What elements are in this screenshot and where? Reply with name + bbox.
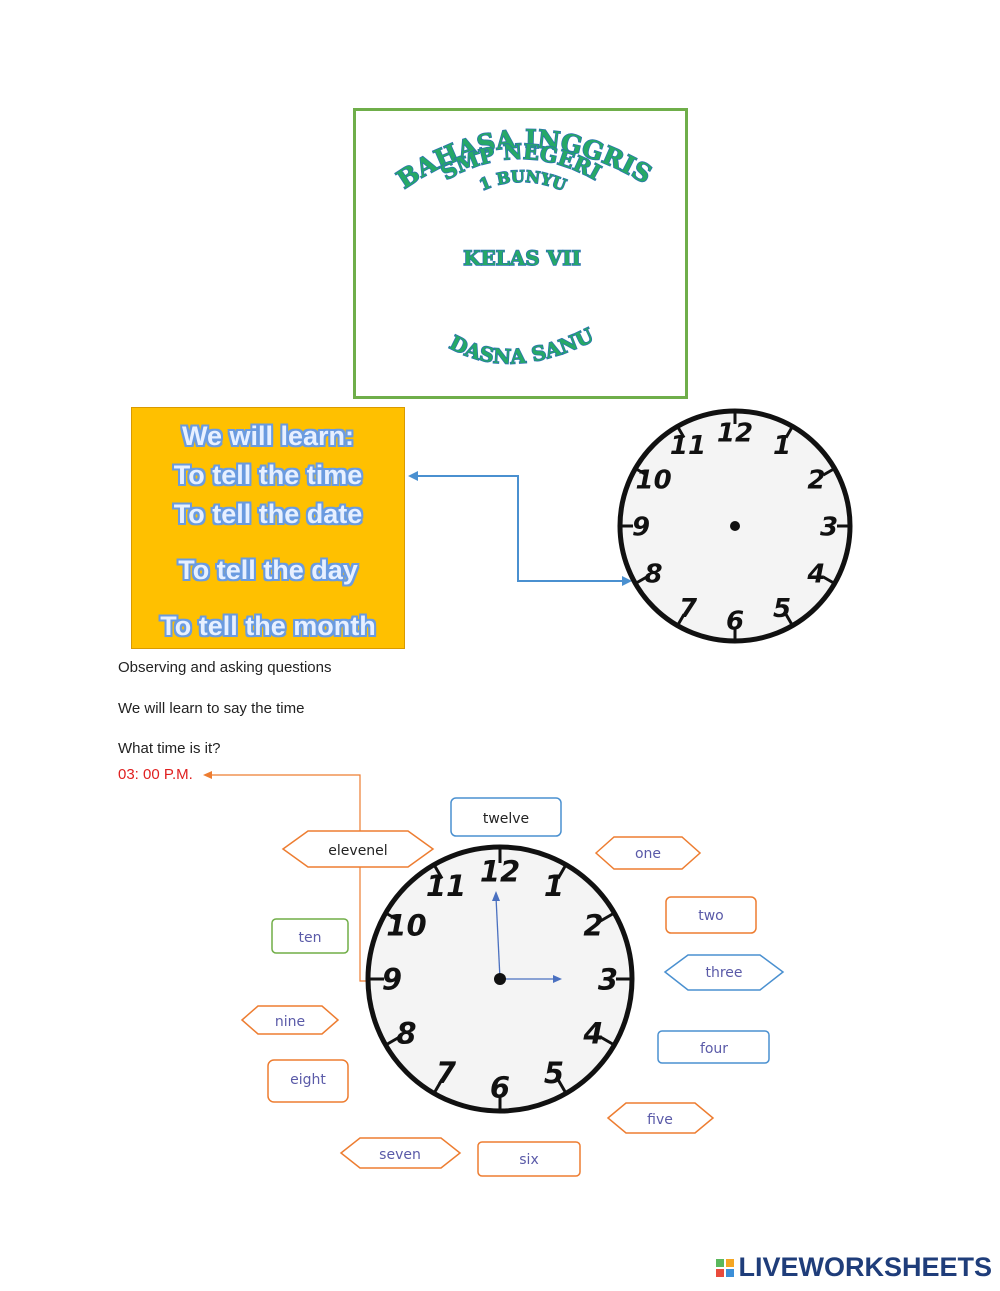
clock-number: 10 bbox=[635, 465, 671, 495]
title-line-3: 1 BUNYU bbox=[476, 167, 568, 195]
learn-say-text: We will learn to say the time bbox=[118, 700, 305, 717]
svg-text:one: one bbox=[635, 846, 661, 862]
clock-tick bbox=[386, 912, 401, 923]
label-six[interactable]: six bbox=[477, 1141, 581, 1177]
author-name: DASNA SANU bbox=[446, 323, 597, 369]
clock-number: 12 bbox=[480, 854, 520, 888]
title-wordart: BAHASA INGGRIS SMP NEGERI 1 BUNYU KELAS … bbox=[391, 124, 658, 370]
clock-tick bbox=[635, 467, 648, 477]
clock-number: 2 bbox=[583, 908, 603, 942]
label-eight[interactable]: eight bbox=[267, 1059, 349, 1103]
learn-item: To tell the date bbox=[173, 499, 363, 529]
clock-number: 7 bbox=[436, 1056, 457, 1090]
label-seven[interactable]: seven bbox=[339, 1137, 462, 1169]
learn-box: We will learn: To tell the time To tell … bbox=[131, 407, 405, 649]
svg-text:five: five bbox=[647, 1112, 673, 1128]
clock-number: 4 bbox=[806, 559, 825, 589]
observing-text: Observing and asking questions bbox=[118, 659, 332, 676]
clock-tick bbox=[599, 912, 614, 923]
answer-time: 03: 00 P.M. bbox=[118, 766, 193, 783]
svg-text:eight: eight bbox=[290, 1072, 326, 1088]
clock-tick bbox=[784, 613, 794, 626]
clock-number: 11 bbox=[426, 869, 466, 903]
label-four[interactable]: four bbox=[657, 1030, 770, 1064]
question-text: What time is it? bbox=[118, 740, 221, 757]
clock-tick bbox=[676, 613, 686, 626]
learn-item: To tell the month bbox=[160, 611, 376, 641]
clock-number: 9 bbox=[632, 512, 650, 542]
clock-center bbox=[730, 521, 740, 531]
svg-text:three: three bbox=[705, 965, 742, 981]
learn-item: To tell the time bbox=[173, 460, 363, 490]
clock-tick bbox=[386, 1035, 401, 1046]
connector-arrow bbox=[408, 471, 632, 586]
clock-number: 10 bbox=[386, 908, 426, 942]
clock-number: 1 bbox=[544, 869, 564, 903]
label-twelve[interactable]: twelve bbox=[450, 797, 562, 837]
label-one[interactable]: one bbox=[594, 836, 702, 870]
clock-number: 6 bbox=[490, 1070, 510, 1104]
label-five[interactable]: five bbox=[606, 1102, 715, 1134]
clock-tick bbox=[433, 1078, 444, 1093]
clock-tick bbox=[433, 865, 444, 880]
clock-number: 6 bbox=[726, 606, 744, 636]
brand-name: LIVEWORKSHEETS bbox=[738, 1252, 992, 1282]
clock-number: 3 bbox=[820, 512, 838, 542]
learn-item: To tell the day bbox=[178, 555, 358, 585]
svg-text:twelve: twelve bbox=[483, 811, 529, 827]
svg-text:seven: seven bbox=[379, 1147, 421, 1163]
clock-number: 2 bbox=[807, 465, 825, 495]
logo-icon bbox=[716, 1258, 735, 1277]
clock-ticks bbox=[370, 849, 630, 1109]
clock-number: 1 bbox=[773, 431, 791, 461]
svg-text:six: six bbox=[519, 1152, 538, 1168]
minute-hand bbox=[495, 896, 501, 980]
label-eleven[interactable]: elevenel bbox=[281, 830, 435, 868]
clock-tick bbox=[676, 426, 686, 439]
title-box: BAHASA INGGRIS SMP NEGERI 1 BUNYU KELAS … bbox=[353, 108, 688, 399]
learn-heading: We will learn: bbox=[181, 421, 355, 451]
clock-tick bbox=[822, 467, 835, 477]
clock-number: 7 bbox=[679, 594, 698, 624]
clock-tick bbox=[599, 1035, 614, 1046]
clock-tick bbox=[556, 865, 567, 880]
clock-number: 5 bbox=[544, 1056, 564, 1090]
clock-tick bbox=[635, 575, 648, 585]
clock-center bbox=[494, 973, 506, 985]
label-three[interactable]: three bbox=[663, 954, 785, 991]
svg-text:two: two bbox=[698, 908, 724, 924]
clock-number: 8 bbox=[645, 559, 663, 589]
clock-number: 9 bbox=[382, 962, 402, 996]
liveworksheets-logo[interactable]: LIVEWORKSHEETS bbox=[716, 1252, 992, 1283]
clock-number: 11 bbox=[670, 431, 706, 461]
clock-tick bbox=[556, 1078, 567, 1093]
clock-number: 4 bbox=[582, 1016, 603, 1050]
svg-text:nine: nine bbox=[275, 1014, 305, 1030]
clock-number: 8 bbox=[396, 1016, 416, 1050]
clock-number: 3 bbox=[598, 962, 618, 996]
svg-text:ten: ten bbox=[299, 930, 322, 946]
clock-ticks bbox=[621, 412, 849, 640]
clock-tick bbox=[822, 575, 835, 585]
clock-number: 5 bbox=[773, 594, 791, 624]
svg-text:four: four bbox=[700, 1041, 728, 1057]
label-two[interactable]: two bbox=[665, 896, 757, 934]
class-label: KELAS VII bbox=[463, 246, 581, 270]
label-ten[interactable]: ten bbox=[271, 918, 349, 954]
label-nine[interactable]: nine bbox=[240, 1005, 340, 1035]
clock-tick bbox=[784, 426, 794, 439]
svg-text:elevenel: elevenel bbox=[328, 843, 387, 859]
clock-number: 12 bbox=[717, 418, 753, 448]
